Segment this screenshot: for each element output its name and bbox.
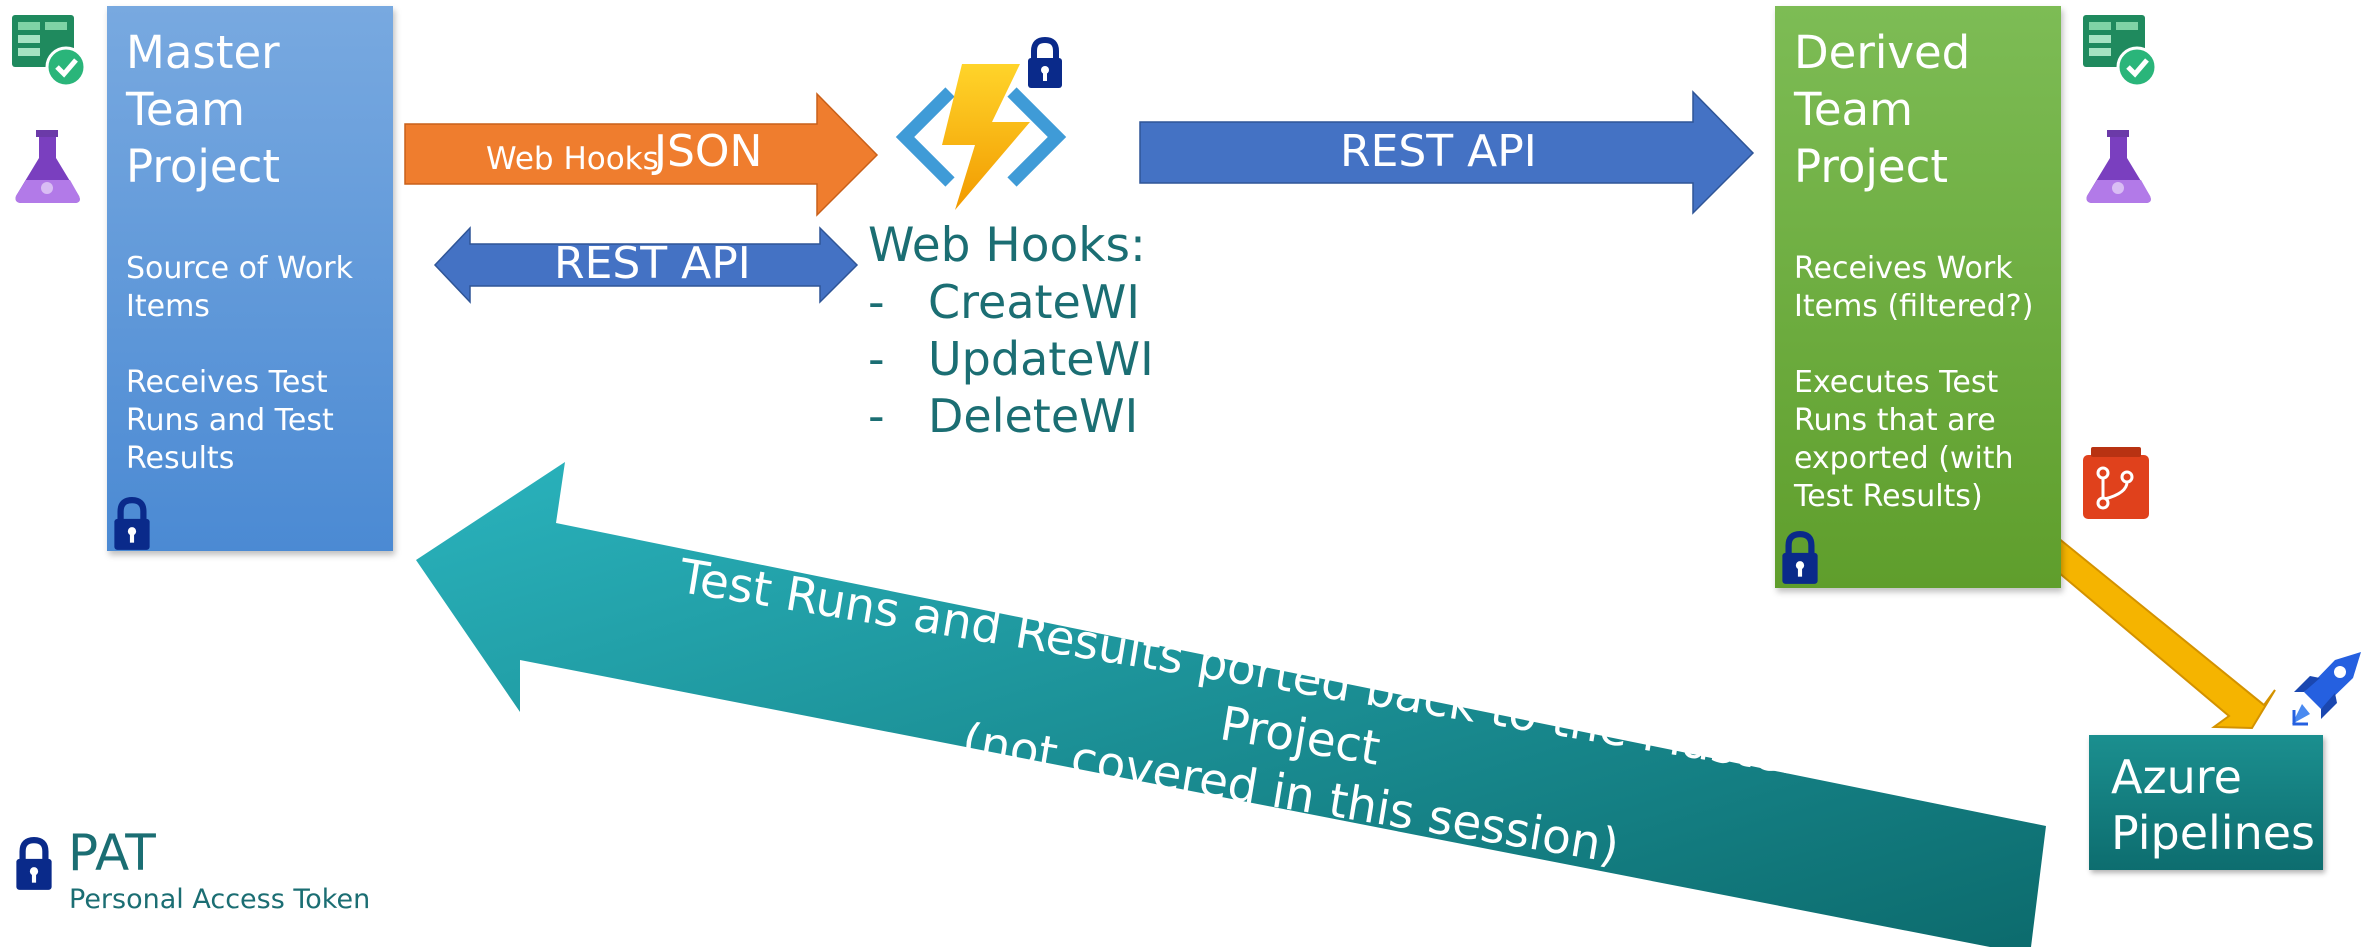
legend-pat: PAT <box>68 824 156 882</box>
azure-pipelines-label: Azure Pipelines <box>2111 750 2315 860</box>
lock-icon <box>16 837 52 890</box>
webhooks-list: Web Hooks: CreateWI UpdateWI DeleteWI <box>868 218 1154 445</box>
test-plans-icon <box>2086 130 2151 203</box>
legend-pat-description: Personal Access Token <box>69 884 371 915</box>
azure-pipelines-box: Azure Pipelines <box>2089 735 2323 870</box>
master-desc-source: Source of Work Items <box>126 251 353 324</box>
boards-icon <box>2083 15 2158 87</box>
master-desc-receives: Receives Test Runs and Test Results <box>126 365 334 476</box>
derived-desc-executes: Executes Test Runs that are exported (wi… <box>1794 365 2014 514</box>
rest-api-right-arrow <box>1139 90 1755 215</box>
lock-icon <box>1782 531 1818 584</box>
rest-api-double-arrow <box>433 226 859 304</box>
rest-api-right-label: REST API <box>1340 126 1537 177</box>
master-team-project-box: Master Team Project Source of Work Items… <box>107 6 393 551</box>
return-arrow <box>416 462 2046 947</box>
lock-icon <box>114 497 150 550</box>
boards-icon <box>12 15 87 87</box>
webhook-item-create: CreateWI <box>868 274 1154 331</box>
webhook-item-delete: DeleteWI <box>868 388 1154 445</box>
master-title: Master Team Project <box>126 26 280 193</box>
azure-function-icon <box>895 64 1067 210</box>
json-arrow-label: JSON <box>654 126 763 177</box>
webhooks-title: Web Hooks: <box>868 218 1146 273</box>
webhooks-json-arrow <box>404 92 879 217</box>
rest-api-left-label: REST API <box>554 238 751 289</box>
derived-title: Derived Team Project <box>1794 26 1971 193</box>
webhook-item-update: UpdateWI <box>868 331 1154 388</box>
test-plans-icon <box>15 130 80 203</box>
webhooks-arrow-label: Web Hooks <box>486 141 659 177</box>
pipelines-rocket-icon <box>2292 652 2361 726</box>
derived-desc-receives: Receives Work Items (filtered?) <box>1794 251 2034 324</box>
lock-icon <box>1028 36 1062 88</box>
repos-icon <box>2083 447 2149 519</box>
derived-team-project-box: Derived Team Project Receives Work Items… <box>1775 6 2061 588</box>
